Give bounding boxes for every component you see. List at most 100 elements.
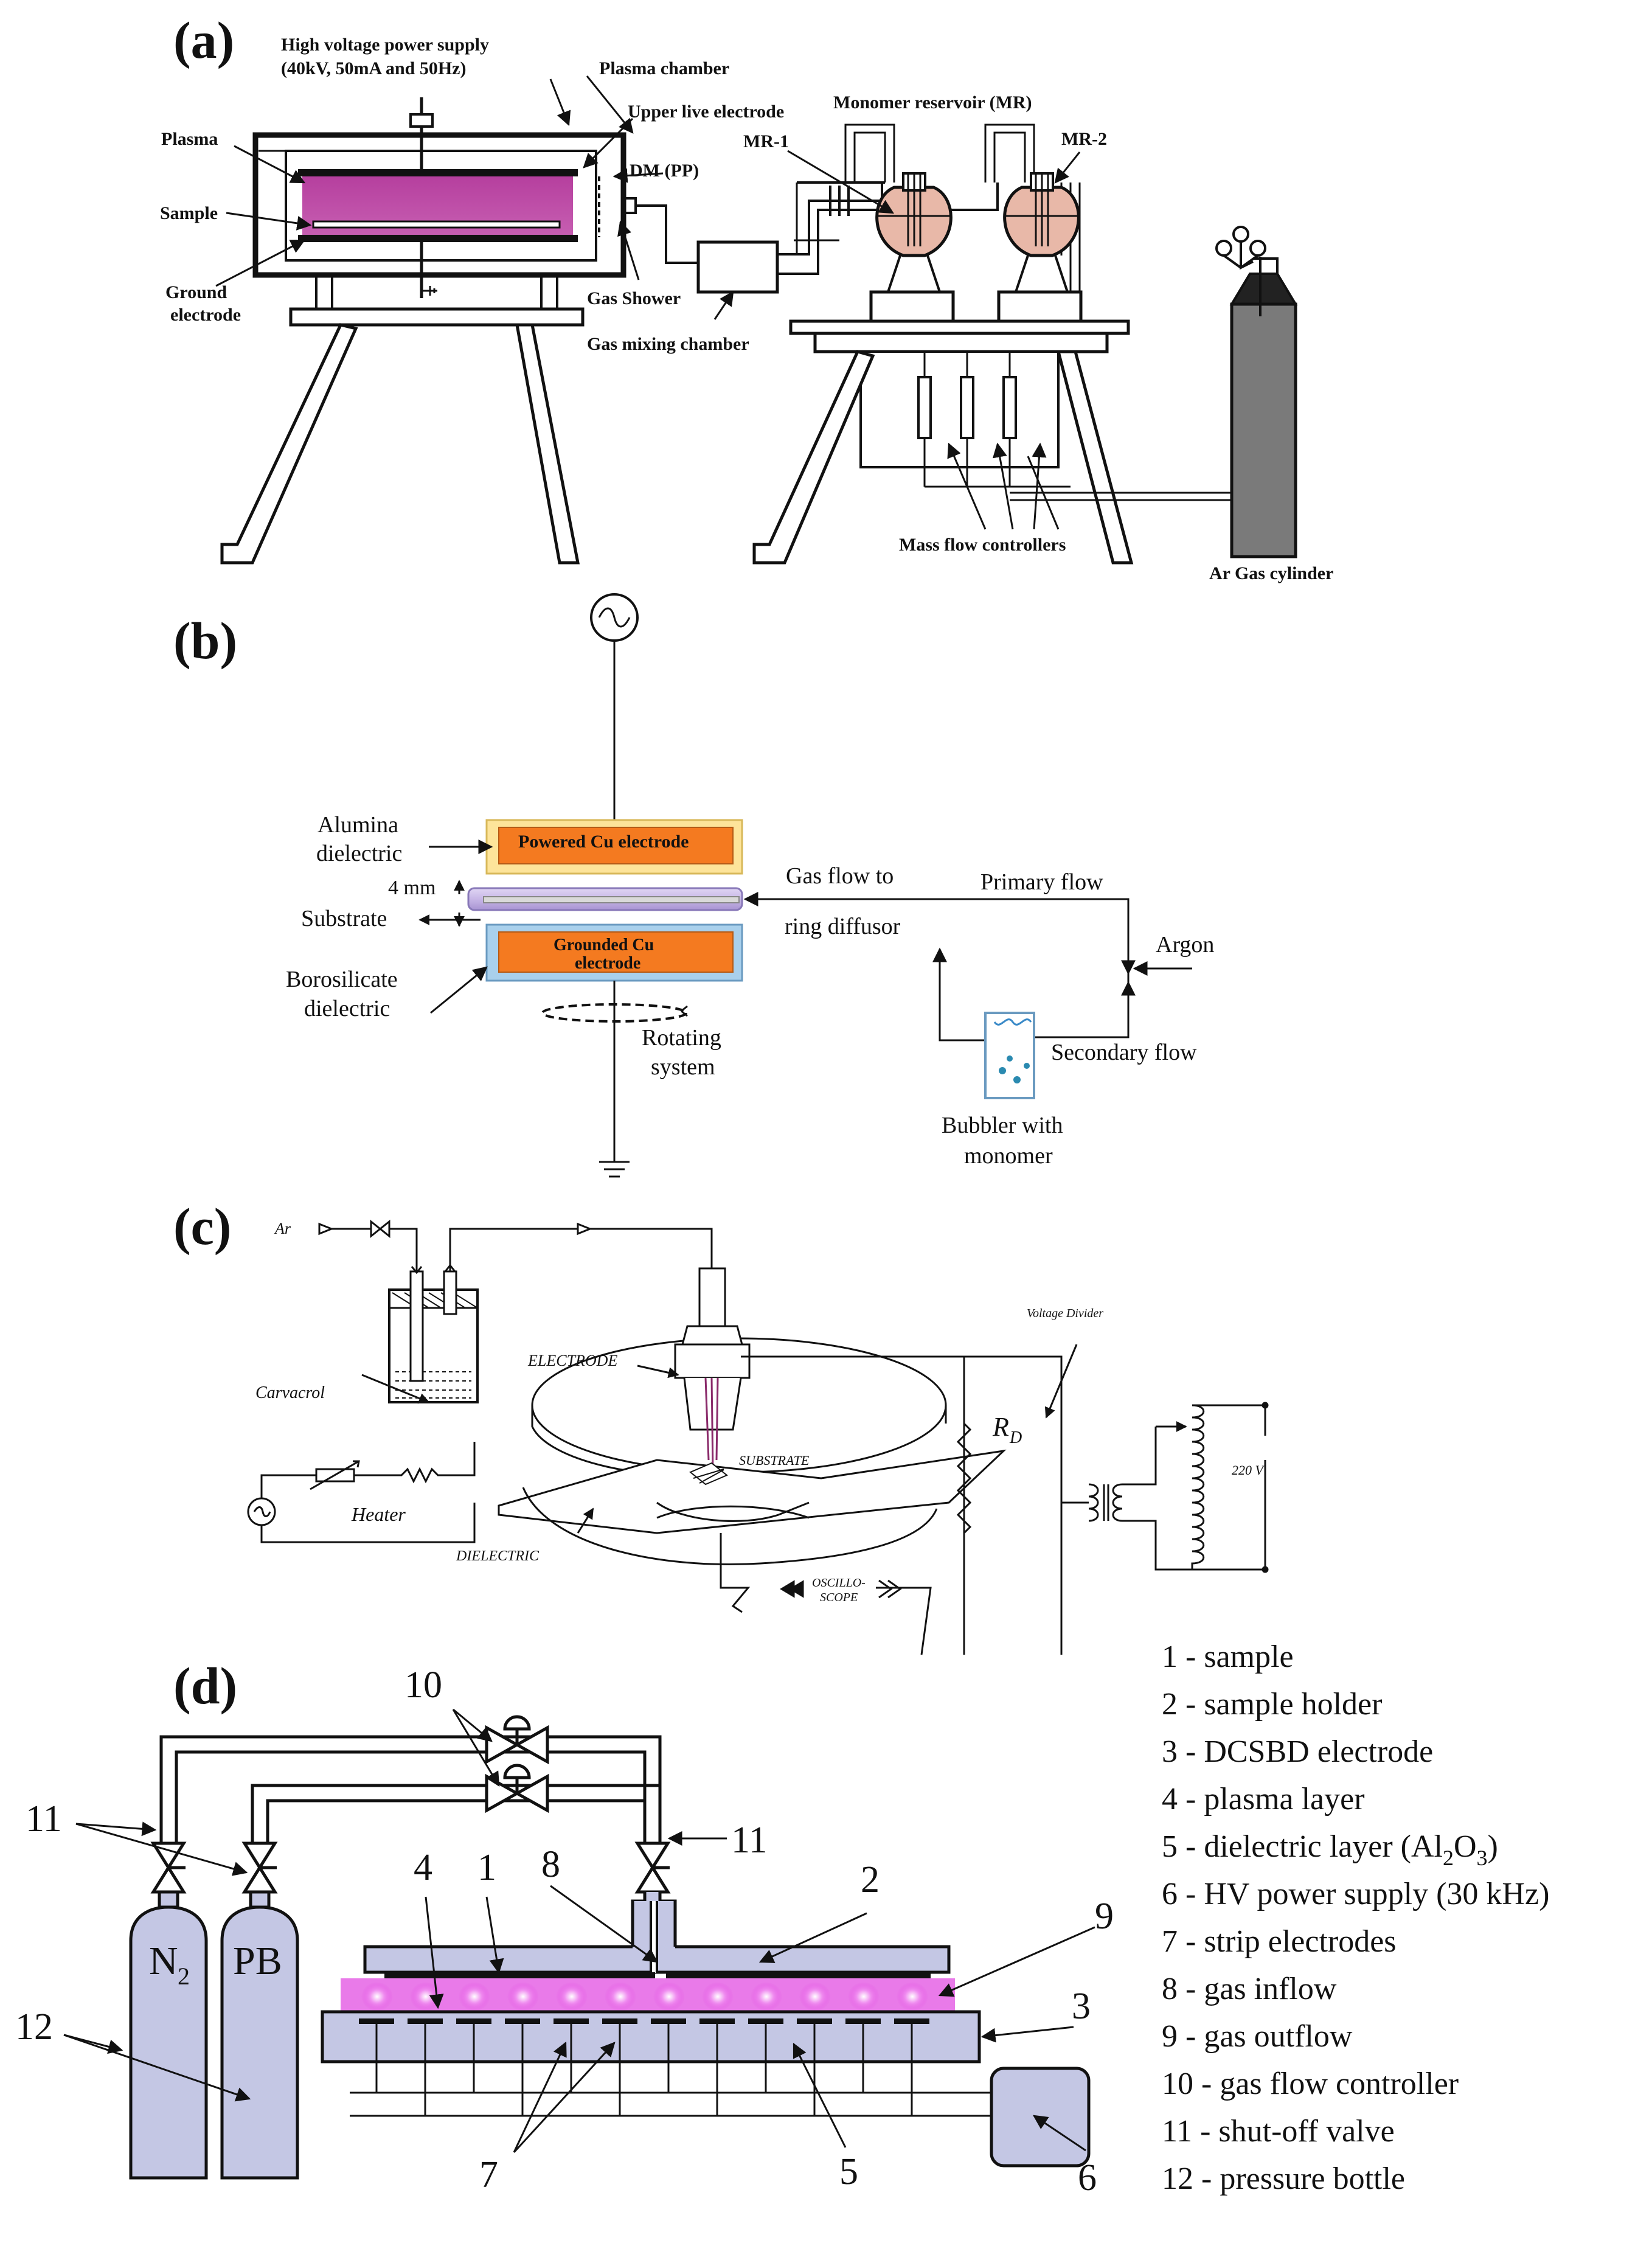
label-oscillo-1: OSCILLO-: [812, 1576, 866, 1590]
legend-item-5-mid: O: [1454, 1829, 1477, 1864]
strip-electrode: [699, 2018, 735, 2024]
pressure-bottle-pb: [220, 1890, 299, 2180]
strip-electrode: [748, 2018, 783, 2024]
label-alumina-1: Alumina: [318, 812, 398, 838]
legend-item-11: 11 - shut-off valve: [1162, 2114, 1395, 2149]
panel-d-tag: (d): [173, 1657, 237, 1715]
strip-electrode: [651, 2018, 686, 2024]
ac-source-icon: [247, 1497, 276, 1526]
num-2: 2: [861, 1859, 880, 1900]
plasma-glow-spot: [556, 1982, 588, 2011]
num-12: 12: [15, 2006, 53, 2048]
label-mr2: MR-2: [1061, 129, 1107, 149]
label-gasflow-2: ring diffusor: [785, 914, 901, 939]
label-boro-2: dielectric: [304, 996, 390, 1021]
num-1: 1: [477, 1847, 496, 1888]
label-gap: 4 mm: [388, 877, 436, 899]
dielectric-plate: [498, 1449, 1007, 1534]
legend-item-5-sub2: 3: [1477, 1846, 1488, 1870]
gas-mixing-chamber: [696, 240, 779, 294]
legend-item-5-text: 5 - dielectric layer (Al: [1162, 1829, 1443, 1864]
sample-strip-left: [384, 1972, 655, 1978]
label-voltage-divider: Voltage Divider: [1027, 1307, 1103, 1320]
label-electrode: ELECTRODE: [527, 1352, 617, 1369]
label-plasma: Plasma: [161, 129, 218, 149]
panel-b: (b): [173, 593, 1214, 1178]
strip-electrode: [456, 2018, 491, 2024]
plasma-glow-spot: [848, 1982, 880, 2011]
ground-electrode: [298, 235, 578, 242]
legend-item-5-sub1: 2: [1443, 1846, 1454, 1870]
plasma-layer: [341, 1978, 955, 2012]
label-argon: Argon: [1156, 932, 1214, 958]
label-rotating-2: system: [651, 1054, 715, 1080]
pressure-bottle-n2: [129, 1890, 208, 2180]
flask-mr2: [997, 172, 1083, 323]
label-dielectric: DIELECTRIC: [456, 1548, 540, 1564]
legend-item-7: 7 - strip electrodes: [1162, 1924, 1397, 1959]
label-substrate: Substrate: [301, 906, 387, 931]
label-powered-electrode: Powered Cu electrode: [518, 832, 689, 852]
upper-live-electrode: [298, 169, 578, 176]
label-ground-1: Ground: [165, 282, 227, 302]
num-8: 8: [541, 1844, 560, 1885]
label-secondary-flow: Secondary flow: [1051, 1040, 1197, 1065]
label-ar-cylinder: Ar Gas cylinder: [1209, 563, 1333, 583]
plasma-glow-spot: [799, 1982, 831, 2011]
num-7: 7: [479, 2154, 498, 2196]
legend-item-4: 4 - plasma layer: [1162, 1782, 1365, 1817]
num-6: 6: [1078, 2157, 1097, 2199]
plasma-glow-spot: [751, 1982, 782, 2011]
legend-item-2: 2 - sample holder: [1162, 1687, 1382, 1722]
strip-electrodes: [359, 2018, 929, 2116]
plasma-chamber-inner: [285, 150, 597, 262]
panel-a: (a): [160, 11, 1333, 583]
label-upper-electrode: Upper live electrode: [628, 102, 784, 122]
label-mr1: MR-1: [743, 131, 789, 151]
bottle-n2-sub: 2: [178, 1963, 190, 1990]
legend-item-5: 5 - dielectric layer (Al2O3): [1162, 1829, 1498, 1870]
label-dm-pp: DM (PP): [630, 161, 699, 181]
label-primary-flow: Primary flow: [980, 869, 1103, 895]
strip-electrode: [894, 2018, 929, 2024]
label-monomer-reservoir: Monomer reservoir (MR): [833, 92, 1032, 113]
legend-item-3: 3 - DCSBD electrode: [1162, 1734, 1433, 1769]
strip-electrode: [797, 2018, 832, 2024]
label-bubbler-2: monomer: [964, 1143, 1053, 1169]
panel-b-tag: (b): [173, 611, 237, 670]
legend-item-8: 8 - gas inflow: [1162, 1972, 1337, 2006]
legend-item-9: 9 - gas outflow: [1162, 2019, 1353, 2054]
powered-cu-electrode: [498, 827, 734, 864]
num-10: 10: [404, 1664, 442, 1706]
gas-flow-controller-lower: [485, 1764, 549, 1813]
label-c-substrate: SUBSTRATE: [739, 1453, 810, 1468]
label-carvacrol: Carvacrol: [255, 1383, 325, 1402]
strip-electrode: [554, 2018, 589, 2024]
strip-electrode: [359, 2018, 394, 2024]
bottle-pb-label: PB: [233, 1939, 282, 1983]
label-hv-supply-2: (40kV, 50mA and 50Hz): [281, 58, 466, 78]
label-gas-shower: Gas Shower: [587, 288, 681, 308]
label-ground-2: electrode: [170, 305, 241, 325]
label-grounded-2: electrode: [575, 954, 640, 973]
plasma-glow-spot: [459, 1982, 490, 2011]
label-gasflow-1: Gas flow to: [786, 863, 894, 889]
legend-item-5-end: ): [1488, 1829, 1498, 1864]
label-gas-mixing: Gas mixing chamber: [587, 334, 749, 354]
strip-electrode: [408, 2018, 443, 2024]
num-4: 4: [414, 1847, 432, 1888]
panel-c: (c): [173, 1197, 1269, 1655]
label-boro-1: Borosilicate: [286, 967, 398, 992]
label-hv-supply-1: High voltage power supply: [281, 35, 489, 55]
grounded-cu-electrode: [498, 931, 734, 973]
bottle-n2-label: N: [149, 1939, 178, 1983]
label-rd: R: [992, 1412, 1009, 1442]
label-heater: Heater: [351, 1503, 406, 1525]
plasma-glow-spot: [653, 1982, 685, 2011]
strip-electrode: [845, 2018, 881, 2024]
legend-item-10: 10 - gas flow controller: [1162, 2067, 1459, 2101]
panel-d: (d): [15, 1639, 1549, 2199]
label-mass-flow: Mass flow controllers: [899, 535, 1066, 555]
panel-c-tag: (c): [173, 1197, 231, 1256]
